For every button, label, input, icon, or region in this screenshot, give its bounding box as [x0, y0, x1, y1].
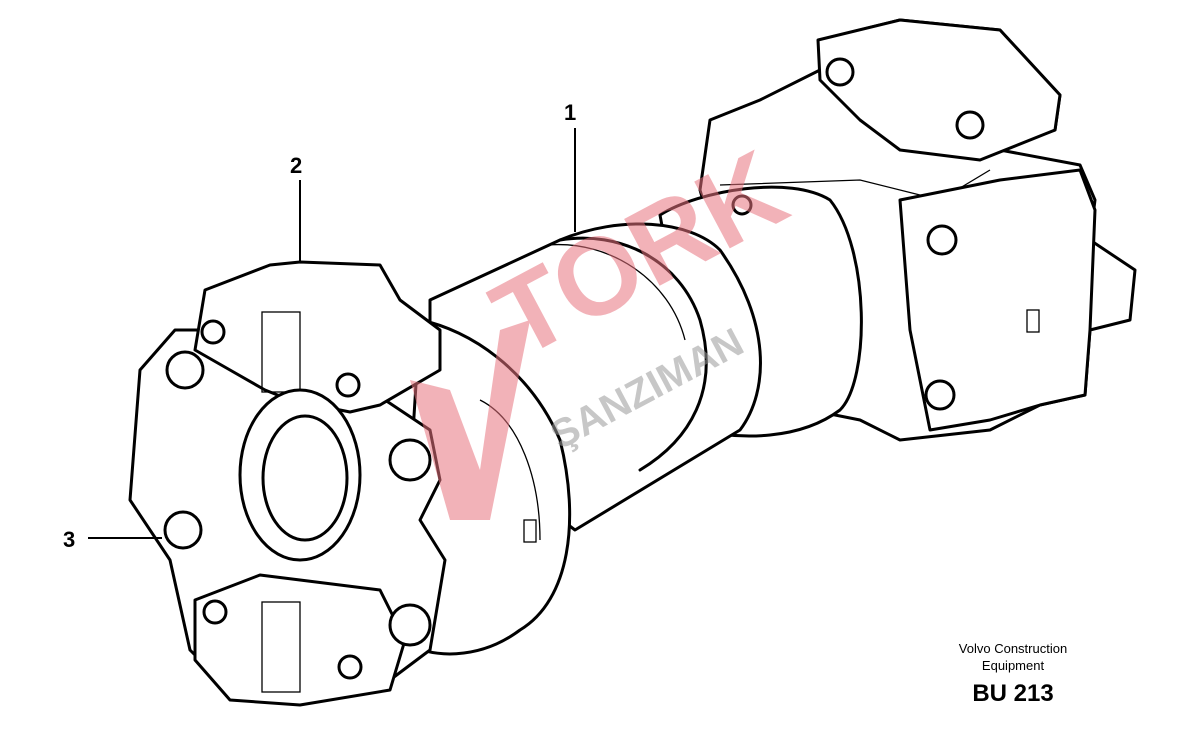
bolt-heads	[163, 350, 432, 647]
callout-3: 3	[63, 527, 76, 552]
caption-manufacturer-2: Equipment	[981, 658, 1045, 673]
caption-code: BU 213	[972, 680, 1054, 707]
leader-lines	[88, 128, 576, 539]
callout-1: 1	[564, 100, 577, 125]
caption-manufacturer-1: Volvo Construction	[958, 641, 1068, 656]
callout-2: 2	[290, 153, 303, 178]
left-yoke	[128, 260, 447, 707]
